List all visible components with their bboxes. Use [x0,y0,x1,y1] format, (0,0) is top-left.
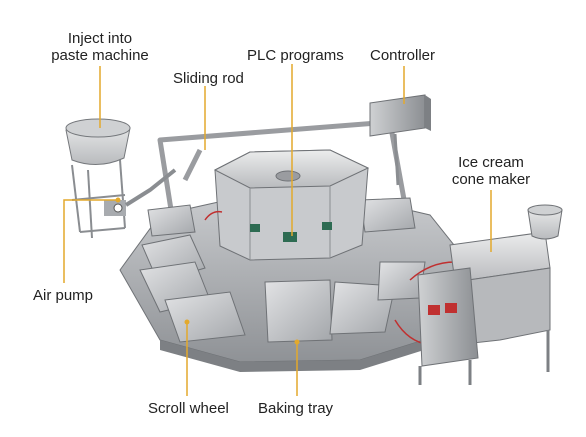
controller-box [369,94,431,186]
paste-machine [65,118,177,239]
cone-maker [417,204,563,385]
label-cone-maker-line2: cone maker [451,171,531,188]
label-plc-programs: PLC programs [247,47,344,64]
leader-dots [115,197,300,345]
label-scroll-wheel: Scroll wheel [148,400,229,417]
label-baking-tray: Baking tray [258,400,334,417]
label-inject: Inject into paste machine [44,30,156,64]
baking-trays [139,197,426,343]
leader-lines [63,64,492,396]
label-cone-maker: Ice cream cone maker [444,154,538,188]
label-inject-line1: Inject into [67,30,133,47]
label-air-pump: Air pump [33,287,94,304]
leader-air-pump [63,199,118,283]
label-inject-line2: paste machine [51,47,149,64]
plc-panels [250,222,332,242]
label-controller: Controller [370,47,436,64]
label-sliding-rod: Sliding rod [173,70,244,87]
label-cone-maker-line1: Ice cream [458,154,524,171]
